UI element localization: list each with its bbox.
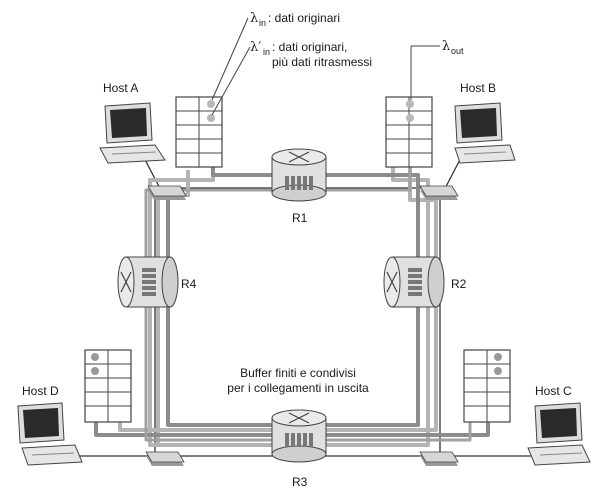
- computer-host-b: [454, 102, 516, 164]
- switch-bottom-right: [419, 451, 459, 466]
- outer-traffic-path-b: [156, 170, 190, 447]
- computer-host-c: [527, 402, 591, 466]
- host-a-stack: [175, 96, 223, 168]
- host-d-dot-2: [91, 367, 99, 375]
- inner-traffic-path-c: [144, 108, 472, 442]
- host-c-dot-1: [494, 353, 502, 361]
- switch-top-left: [147, 185, 187, 200]
- host-d-dot-1: [91, 353, 99, 361]
- switch-top-right: [419, 185, 459, 200]
- buffer-label-line2: per i collegamenti in uscita: [227, 381, 369, 395]
- lambda-in-sub: in: [259, 18, 266, 28]
- computer-host-d: [17, 402, 83, 466]
- pointer-lambda-in-prime: [211, 46, 251, 116]
- computer-host-a: [99, 102, 166, 164]
- lambda-in-text: : dati originari: [268, 11, 340, 25]
- outer-traffic-path: [148, 108, 430, 447]
- host-c-label: Host C: [535, 384, 572, 398]
- host-d-label: Host D: [22, 384, 59, 398]
- buffer-label-line1: Buffer finiti e condivisi: [240, 366, 356, 380]
- router-r4-label: R4: [181, 277, 197, 291]
- host-b-label: Host B: [460, 81, 496, 95]
- lambda-in-prime-sub: in: [263, 47, 270, 57]
- host-a-dot-2: [207, 114, 215, 122]
- host-b-dot-1: [406, 100, 414, 108]
- host-c-dot-2: [494, 367, 502, 375]
- lambda-in-prime-text: : dati originari,: [272, 40, 347, 54]
- lambda-out-symbol: λ: [442, 39, 450, 54]
- router-r2: [383, 256, 445, 308]
- host-a-label: Host A: [103, 81, 138, 95]
- router-r2-label: R2: [451, 277, 467, 291]
- host-b-stack: [385, 96, 433, 168]
- router-r4: [117, 256, 179, 308]
- host-c-stack: [463, 349, 511, 423]
- lambda-out-sub: out: [451, 46, 464, 56]
- lambda-in-prime-text2: più dati ritrasmessi: [272, 55, 372, 69]
- lambda-in-prime-symbol: λ′: [250, 40, 261, 55]
- router-r1: [271, 148, 327, 202]
- router-r3-label: R3: [292, 475, 308, 489]
- switch-bottom-left: [145, 451, 185, 466]
- lambda-in-symbol: λ: [250, 11, 258, 26]
- host-a-dot-1: [207, 100, 215, 108]
- host-d-stack: [84, 349, 132, 423]
- pointer-lambda-in: [211, 17, 249, 101]
- host-b-dot-2: [406, 114, 414, 122]
- router-r1-label: R1: [292, 211, 308, 225]
- router-r3: [271, 409, 327, 463]
